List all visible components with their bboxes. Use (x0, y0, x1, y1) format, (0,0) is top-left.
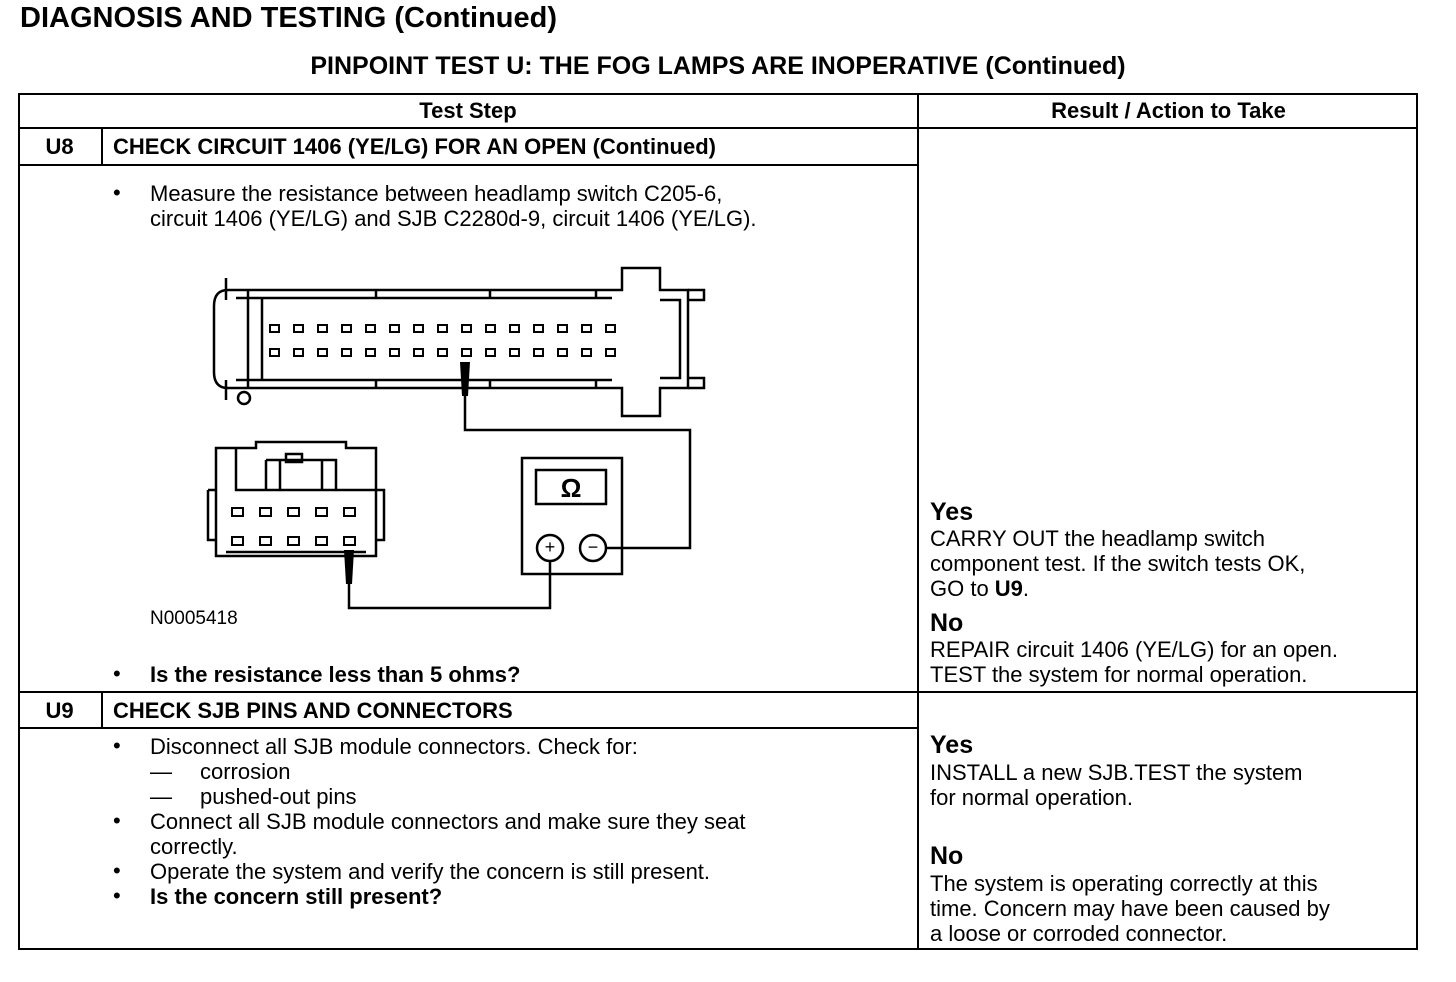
step-title-u9: CHECK SJB PINS AND CONNECTORS (113, 698, 513, 723)
u8-no-label: No (930, 609, 964, 637)
divider-u8-num (101, 127, 103, 165)
header-test-step: Test Step (419, 98, 517, 123)
u9-sub-pushed-out-pins: pushed-out pins (200, 784, 357, 809)
bullet: • (113, 180, 121, 205)
pinpoint-test-title: PINPOINT TEST U: THE FOG LAMPS ARE INOPE… (310, 52, 1126, 80)
u8-yes-text-1: CARRY OUT the headlamp switch (930, 526, 1266, 551)
bullet: • (113, 808, 121, 833)
dash: — (150, 784, 172, 809)
connector-measurement-diagram (206, 266, 706, 610)
u9-no-text-1: The system is operating correctly at thi… (930, 871, 1318, 896)
bullet: • (113, 883, 121, 908)
u8-question: Is the resistance less than 5 ohms? (150, 662, 521, 687)
u9-step-2-line-1: Connect all SJB module connectors and ma… (150, 809, 746, 834)
header-result-action: Result / Action to Take (1051, 98, 1286, 123)
ohmmeter-positive-terminal: + (544, 537, 556, 557)
u9-step-1: Disconnect all SJB module connectors. Ch… (150, 734, 638, 759)
divider-u9-top (18, 691, 1418, 693)
step-title-u8: CHECK CIRCUIT 1406 (YE/LG) FOR AN OPEN (… (113, 134, 716, 159)
u8-step-text-2: circuit 1406 (YE/LG) and SJB C2280d-9, c… (150, 206, 757, 231)
bullet: • (113, 661, 121, 686)
u8-step-text-1: Measure the resistance between headlamp … (150, 181, 723, 206)
u8-yes-text-3-pre: GO to (930, 576, 995, 601)
divider-column (917, 93, 919, 950)
figure-id: N0005418 (150, 608, 238, 629)
divider-u8-title (18, 164, 918, 166)
u9-step-3: Operate the system and verify the concer… (150, 859, 711, 884)
u9-yes-text-2: for normal operation. (930, 785, 1133, 810)
u9-sub-corrosion: corrosion (200, 759, 291, 784)
u9-question: Is the concern still present? (150, 884, 443, 909)
u8-yes-label: Yes (930, 498, 974, 526)
ohmmeter-display-symbol: Ω (560, 473, 582, 503)
u8-yes-text-3: GO to U9. (930, 576, 1029, 601)
u9-no-label: No (930, 842, 964, 870)
step-number-u8: U8 (45, 134, 74, 159)
divider-header (18, 127, 1418, 129)
u8-yes-text-3-post: . (1022, 576, 1030, 601)
bullet: • (113, 733, 121, 758)
page-title: DIAGNOSIS AND TESTING (Continued) (20, 2, 558, 34)
u8-yes-text-2: component test. If the switch tests OK, (930, 551, 1306, 576)
u8-no-text-1: REPAIR circuit 1406 (YE/LG) for an open. (930, 637, 1338, 662)
u9-yes-text-1: INSTALL a new SJB.TEST the system (930, 760, 1303, 785)
ohmmeter-negative-terminal: − (587, 537, 599, 557)
divider-u9-title (18, 727, 918, 729)
bullet: • (113, 858, 121, 883)
u8-no-text-2: TEST the system for normal operation. (930, 662, 1308, 687)
pinpoint-test-table (18, 93, 1418, 950)
u9-no-text-2: time. Concern may have been caused by (930, 896, 1330, 921)
u9-no-text-3: a loose or corroded connector. (930, 921, 1228, 946)
dash: — (150, 759, 172, 784)
u9-step-2-line-2: correctly. (150, 834, 238, 859)
u9-yes-label: Yes (930, 731, 974, 759)
divider-u9-num (101, 691, 103, 729)
step-number-u9: U9 (45, 698, 74, 723)
goto-u9-reference: U9 (994, 576, 1023, 601)
